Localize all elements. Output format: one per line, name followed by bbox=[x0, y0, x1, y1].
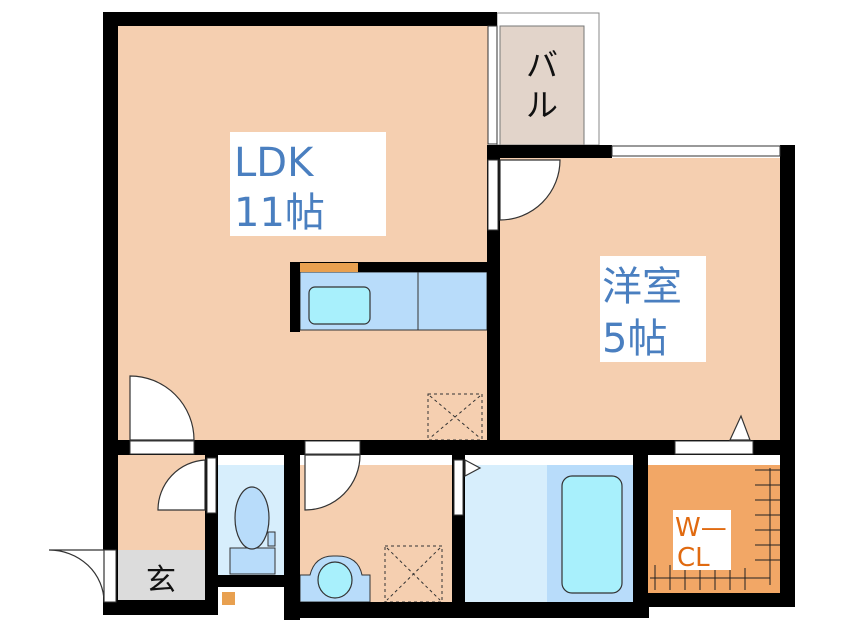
kitchen-sink bbox=[308, 286, 371, 325]
door-swings bbox=[48, 159, 751, 603]
walls bbox=[103, 12, 795, 620]
kitchen-wall bbox=[290, 262, 487, 272]
washing-machine-space bbox=[384, 545, 443, 603]
closet-label-2: CL bbox=[677, 543, 710, 573]
western-room-label-bg bbox=[600, 256, 706, 362]
closet-hanger-lines bbox=[650, 468, 780, 590]
entrance-label: 玄 bbox=[146, 563, 176, 598]
ldk-label-bg bbox=[230, 132, 386, 236]
ldk-name: LDK bbox=[234, 140, 315, 186]
bathtub bbox=[561, 475, 623, 594]
toilet-paper bbox=[267, 531, 276, 547]
western-room-name: 洋室 bbox=[602, 264, 682, 310]
closet-label-1: W— bbox=[675, 513, 727, 543]
western-room-size: 5帖 bbox=[602, 316, 667, 362]
entrance-floor bbox=[118, 550, 206, 602]
range-hood bbox=[300, 263, 358, 272]
balcony-label-1: バ bbox=[526, 46, 558, 84]
meter-box bbox=[222, 592, 235, 605]
toilet-bowl bbox=[234, 486, 270, 550]
toilet-tank bbox=[229, 547, 276, 575]
ldk-size: 11帖 bbox=[234, 190, 325, 236]
balcony-label-2: ル bbox=[526, 86, 558, 124]
closet-label-bg bbox=[673, 510, 731, 570]
kitchen-wall-end bbox=[290, 262, 300, 332]
bathroom-floor bbox=[465, 465, 547, 602]
